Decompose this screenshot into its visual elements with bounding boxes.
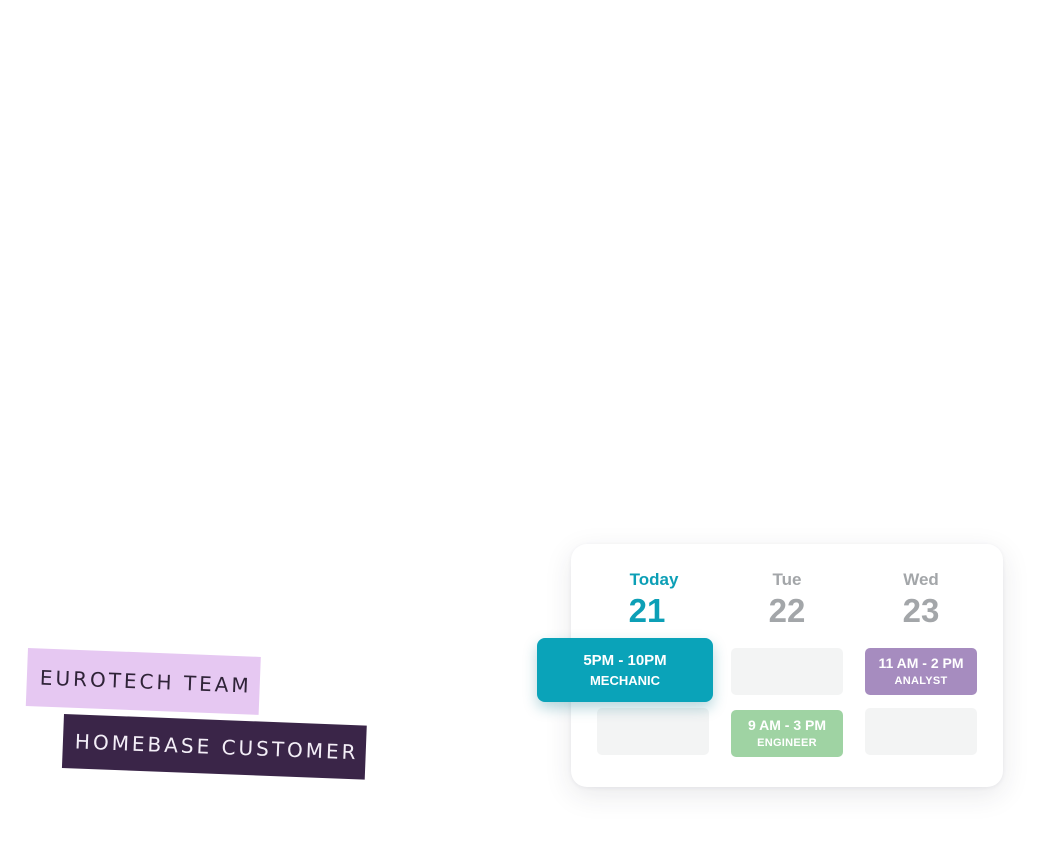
day-column-today[interactable]: Today 21 <box>598 570 710 630</box>
day-number: 22 <box>768 592 806 629</box>
shift-time: 5PM - 10PM <box>583 652 667 669</box>
empty-slot-today-2[interactable] <box>597 708 709 755</box>
homebase-customer-label: HOMEBASE CUSTOMER <box>61 714 367 780</box>
shift-time: 9 AM - 3 PM <box>747 717 827 733</box>
shift-role: MECHANIC <box>589 673 661 688</box>
day-column-tue[interactable]: Tue 22 <box>731 570 843 630</box>
eurotech-team-label: EUROTECH TEAM <box>25 648 261 715</box>
shift-engineer[interactable]: 9 AM - 3 PM ENGINEER <box>731 710 843 757</box>
day-number: 23 <box>902 592 940 629</box>
day-column-wed[interactable]: Wed 23 <box>865 570 977 630</box>
day-number: 21 <box>628 592 666 629</box>
shift-analyst[interactable]: 11 AM - 2 PM ANALYST <box>865 648 977 695</box>
day-name: Wed <box>903 570 939 589</box>
day-name: Tue <box>772 570 802 589</box>
shift-role: ANALYST <box>894 675 948 687</box>
empty-slot-wed-2[interactable] <box>865 708 977 755</box>
shift-role: ENGINEER <box>757 737 817 749</box>
day-name: Today <box>629 570 679 589</box>
shift-time: 11 AM - 2 PM <box>878 655 964 671</box>
shift-mechanic[interactable]: 5PM - 10PM MECHANIC <box>537 638 713 702</box>
empty-slot-tue-1[interactable] <box>731 648 843 695</box>
